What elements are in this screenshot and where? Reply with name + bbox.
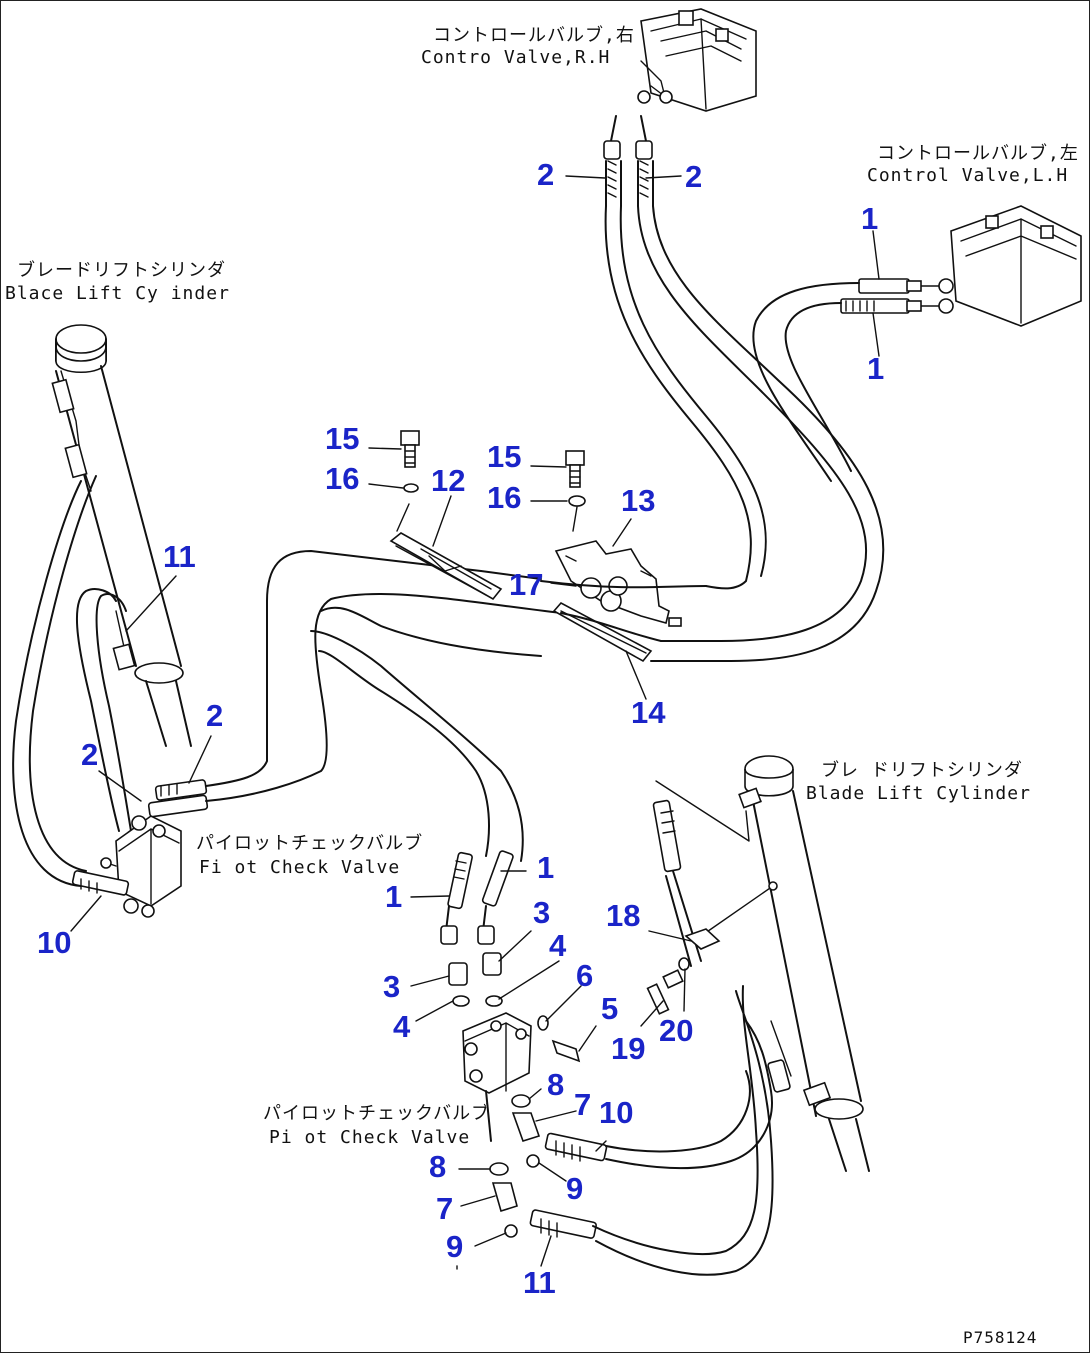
callout-1: 1 [537,850,554,885]
callout-3: 3 [533,895,550,930]
label-control-valve-lh-en: Control Valve,L.H [867,165,1068,186]
pilot-check-valve-left [71,815,182,918]
callout-15: 15 [487,439,521,474]
hose-10-right [544,1020,773,1170]
callout-3: 3 [383,969,400,1004]
label-pilot-check-upper-en: Fi ot Check Valve [199,857,400,878]
callout-11: 11 [163,539,196,574]
callout-2: 2 [81,737,98,772]
callout-10: 10 [599,1095,633,1130]
callout-12: 12 [431,463,465,498]
callout-14: 14 [631,695,666,730]
callout-7: 7 [574,1087,591,1122]
clip-18 [684,928,721,950]
adapters-3-4 [448,952,503,1007]
callout-4: 4 [549,928,567,963]
component-labels: コントロールバルブ,右 Contro Valve,R.H コントロールバルブ,左… [5,24,1079,1347]
hose-1-lower-pair [440,850,514,945]
callout-17: 17 [509,567,543,602]
label-pilot-check-lower-en: Pi ot Check Valve [269,1127,470,1148]
bolt-19-washer-20 [646,957,690,1015]
label-control-valve-rh-jp: コントロールバルブ,右 [433,24,635,46]
callout-16: 16 [487,480,521,515]
callout-1: 1 [867,351,884,386]
callout-19: 19 [611,1031,645,1066]
callout-2: 2 [206,698,223,733]
leader-lines [70,175,880,1270]
label-blade-lift-left-jp: ブレードリフトシリンダ [17,259,226,281]
hose-1-lh-pair [752,278,922,482]
label-control-valve-lh-jp: コントロールバルブ,左 [877,142,1079,164]
label-control-valve-rh-en: Contro Valve,R.H [421,47,610,68]
callout-13: 13 [621,483,655,518]
callout-8: 8 [547,1067,564,1102]
callout-8: 8 [429,1149,446,1184]
callout-20: 20 [659,1013,693,1048]
hose-11-right [529,985,774,1276]
hoses-lower-valve [485,1090,492,1142]
blade-lift-cylinder-right [652,755,870,1172]
clamp-13 [554,540,682,627]
callout-16: 16 [325,461,359,496]
bolt-15-left [400,430,420,468]
clamp-12 [389,483,503,601]
callout-6: 6 [576,958,593,993]
callout-2: 2 [685,159,702,194]
pilot-check-valve-lower [462,1012,581,1094]
hose-2-rh-pair [603,115,885,662]
blade-lift-cylinder-left [51,324,192,747]
hose-2-left-pair [147,550,562,818]
callout-9: 9 [446,1229,463,1264]
label-blade-lift-right-en: Blade Lift Cylinder [806,783,1031,804]
callout-1: 1 [385,879,402,914]
bolt-15-right [565,450,586,532]
label-pilot-check-upper-jp: パイロットチェックバルブ [196,832,423,854]
callout-1: 1 [861,201,878,236]
callout-4: 4 [393,1009,411,1044]
callout-5: 5 [601,991,618,1026]
fittings-7-8-9 [489,1094,541,1238]
label-blade-lift-right-jp: ブレ ドリフトシリンダ [821,759,1023,781]
callout-9: 9 [566,1171,583,1206]
control-valve-rh [637,8,757,112]
hose-11-left [12,475,132,887]
callout-numbers: 2 2 1 1 15 16 12 15 16 13 17 14 11 2 2 1… [37,157,884,1300]
callout-18: 18 [606,898,640,933]
control-valve-lh [920,205,1082,327]
callout-7: 7 [436,1191,453,1226]
center-hoses [310,570,707,862]
callout-11: 11 [523,1265,556,1300]
callout-2: 2 [537,157,554,192]
callout-15: 15 [325,421,359,456]
label-pilot-check-lower-jp: パイロットチェックバルブ [263,1102,490,1124]
callout-10: 10 [37,925,71,960]
label-blade-lift-left-en: Blace Lift Cy inder [5,283,230,304]
drawing-code: P758124 [963,1328,1037,1347]
